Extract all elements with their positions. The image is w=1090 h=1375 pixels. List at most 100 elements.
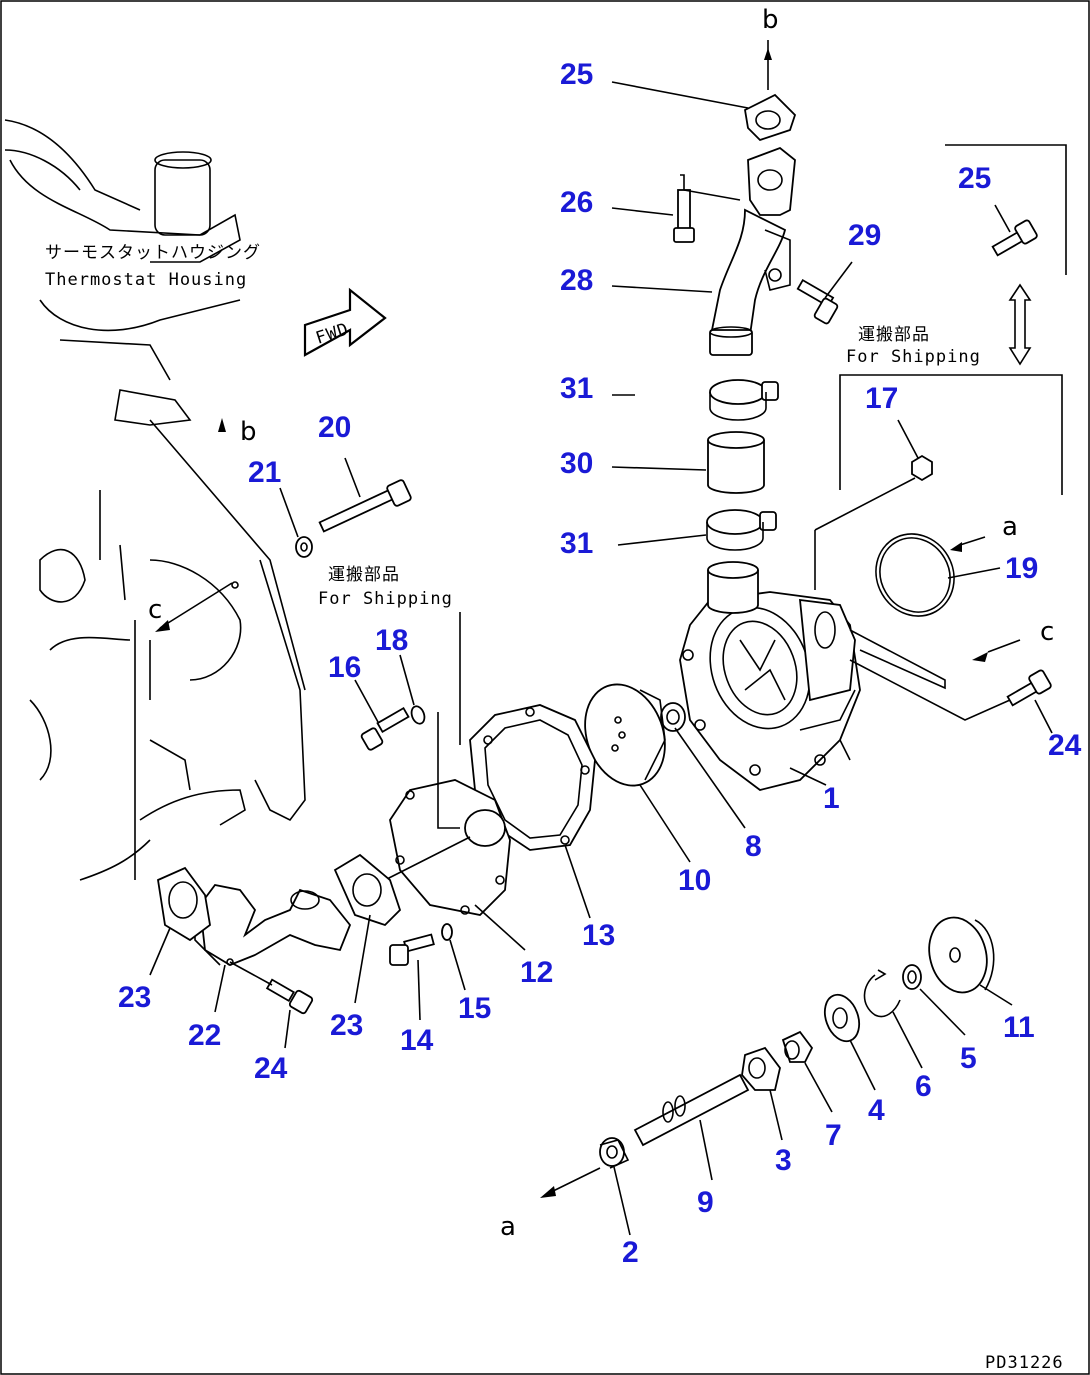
callout-24-lower: 24 xyxy=(254,1052,288,1085)
marker-c-right-line xyxy=(987,639,1021,653)
water-pipe-22 xyxy=(194,884,352,967)
callout-8: 8 xyxy=(745,830,762,863)
callout-28: 26 xyxy=(560,186,593,219)
callout-25-top: 25 xyxy=(560,58,593,91)
hose-clamp-31-upper xyxy=(709,379,779,421)
marker-a-bottom: a xyxy=(500,1212,516,1242)
drawing-code: PD31226 xyxy=(985,1353,1064,1373)
callout-10: 10 xyxy=(678,864,711,897)
callout-22: 22 xyxy=(188,1019,221,1052)
callout-3: 3 xyxy=(775,1144,792,1177)
callout-6: 6 xyxy=(915,1070,932,1103)
washer-5 xyxy=(902,964,922,990)
callout-11: 11 xyxy=(1003,1011,1035,1044)
fwd-label: FWD xyxy=(313,319,351,348)
marker-c-dot xyxy=(231,581,239,589)
washer-15 xyxy=(441,923,453,941)
flange-gasket-25-top xyxy=(744,93,797,142)
callout-29: 29 xyxy=(848,219,881,252)
bolt-16 xyxy=(360,706,410,751)
marker-a-right: a xyxy=(1002,512,1018,542)
callout-14: 14 xyxy=(400,1024,434,1057)
callout-16: 16 xyxy=(328,651,361,684)
marker-b-top: b xyxy=(762,5,779,35)
callout-13: 13 xyxy=(582,919,615,952)
callout-26: 28 xyxy=(560,264,593,297)
thermostat-housing-note: サーモスタットハウジング Thermostat Housing xyxy=(45,243,261,290)
bolt-29 xyxy=(796,278,839,325)
callout-9: 9 xyxy=(697,1186,714,1219)
callout-23-middle: 23 xyxy=(330,1009,363,1042)
washer-21 xyxy=(295,536,313,558)
bolt-28 xyxy=(673,174,741,243)
callout-30: 30 xyxy=(560,447,593,480)
bolt-20 xyxy=(318,479,412,533)
hose-30 xyxy=(707,431,765,494)
marker-c-arrowhead xyxy=(155,620,170,632)
for-shipping-group-middle: 運搬部品 For Shipping xyxy=(318,565,461,829)
bolt-14 xyxy=(389,933,435,966)
thermostat-housing-label-en: Thermostat Housing xyxy=(45,270,247,290)
for-shipping-top-jp: 運搬部品 xyxy=(858,325,930,345)
callout-20: 20 xyxy=(318,411,351,444)
callout-15: 15 xyxy=(458,992,491,1025)
bearing-2 xyxy=(599,1137,630,1169)
callout-12: 12 xyxy=(520,956,553,989)
callout-17: 17 xyxy=(865,382,898,415)
callout-7: 7 xyxy=(825,1119,842,1152)
engine-block-outline xyxy=(4,119,306,881)
impeller-plate-10 xyxy=(584,683,666,787)
seal-4 xyxy=(823,993,861,1043)
leader-lines xyxy=(149,81,1053,1236)
snap-ring-6 xyxy=(863,969,901,1018)
cover-plate-12 xyxy=(384,779,511,916)
callout-31-upper: 31 xyxy=(560,372,593,405)
callout-4: 4 xyxy=(868,1094,885,1127)
nut-17 xyxy=(814,454,933,590)
forward-direction-arrow: FWD xyxy=(303,287,387,357)
gasket-23-left xyxy=(157,866,211,942)
bolt-24-right xyxy=(1006,669,1052,707)
shaft-9 xyxy=(633,1073,750,1147)
callout-21: 21 xyxy=(248,456,281,489)
marker-c-left: c xyxy=(148,595,162,625)
thermostat-housing-label-jp: サーモスタットハウジング xyxy=(45,243,261,263)
marker-b-lower: b xyxy=(240,417,257,447)
callout-5: 5 xyxy=(960,1042,977,1075)
for-shipping-top-en: For Shipping xyxy=(846,347,981,367)
o-ring-19 xyxy=(875,533,986,617)
callout-numbers: 25 26 28 29 31 30 31 25 17 19 24 1 8 10 … xyxy=(118,58,1082,1269)
spacer-7 xyxy=(781,1030,814,1063)
for-shipping-mid-en: For Shipping xyxy=(318,589,453,609)
marker-c-leader xyxy=(159,582,233,629)
for-shipping-mid-jp: 運搬部品 xyxy=(328,565,400,585)
bolt-25-right xyxy=(991,219,1038,257)
seal-8 xyxy=(660,702,686,732)
callout-2: 2 xyxy=(622,1236,639,1269)
water-pump-body-1 xyxy=(679,561,1011,791)
hose-clamp-31-lower xyxy=(706,509,777,551)
marker-c-right-arrow xyxy=(972,652,988,662)
bearing-3 xyxy=(741,1046,781,1091)
marker-b-top-arrow xyxy=(764,48,772,60)
callout-25-right: 25 xyxy=(958,162,991,195)
marker-c-right: c xyxy=(1040,617,1054,647)
callout-31-lower: 31 xyxy=(560,527,593,560)
pulley-11 xyxy=(928,916,995,994)
marker-a-bottom-arrow xyxy=(540,1186,556,1198)
housing-leader-line xyxy=(149,419,306,691)
gasket-23-middle xyxy=(333,853,402,927)
callout-23-left: 23 xyxy=(118,981,151,1014)
marker-arrowhead xyxy=(218,418,226,432)
callout-19: 19 xyxy=(1005,552,1038,585)
washer-18 xyxy=(410,705,426,725)
bolt-24-lower xyxy=(229,961,314,1015)
elbow-pipe-26 xyxy=(709,146,796,356)
callout-1: 1 xyxy=(823,782,840,815)
for-shipping-group-top: 運搬部品 For Shipping xyxy=(839,144,1067,495)
callout-24-right: 24 xyxy=(1048,729,1082,762)
callout-18: 18 xyxy=(375,624,408,657)
